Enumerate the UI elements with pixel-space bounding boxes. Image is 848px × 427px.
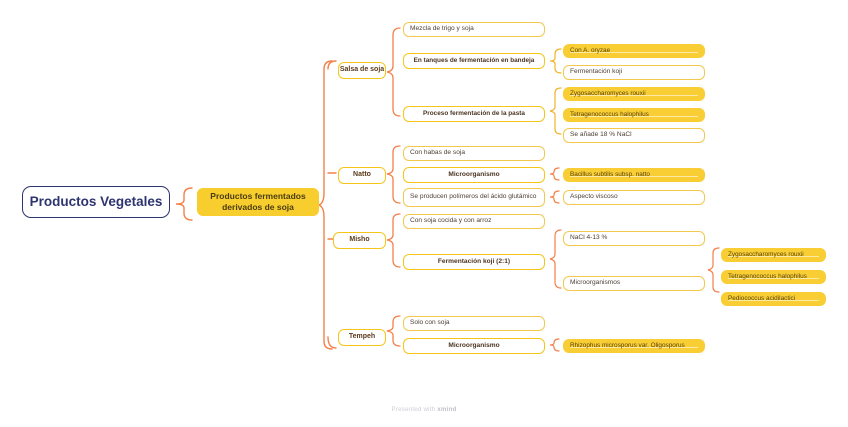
brace-natto-children (384, 144, 404, 206)
item-microorganismo-tempeh[interactable]: Microorganismo (403, 338, 545, 354)
leaf-tetragenococcus-halophilus-salsa[interactable]: Tetragenococcus halophilus (563, 108, 705, 122)
leaf-label: Tetragenococcus halophilus (570, 111, 649, 118)
item-microorganismo-natto[interactable]: Microorganismo (403, 167, 545, 183)
brace-misho-children (384, 212, 404, 270)
leaf-con-a-oryzae[interactable]: Con A. oryzae (563, 44, 705, 58)
brace-proceso-children (548, 86, 564, 136)
brace-stub-salsa (324, 60, 338, 74)
brace-microorganismos-children (706, 246, 722, 294)
item-microorganismos-misho[interactable]: Microorganismos (563, 276, 705, 291)
branch-node-misho[interactable]: Misho (333, 232, 386, 249)
item-se-anade-18-nacl[interactable]: Se añade 18 % NaCl (563, 128, 705, 143)
item-polimeros-acido-glutamico[interactable]: Se producen polímeros del ácido glutámic… (403, 188, 545, 207)
item-nacl-4-13[interactable]: NaCl 4-13 % (563, 231, 705, 246)
item-con-soja-cocida-arroz[interactable]: Con soja cocida y con arroz (403, 214, 545, 229)
leaf-zygosaccharomyces-rouxii-salsa[interactable]: Zygosaccharomyces rouxii (563, 87, 705, 101)
brace-tempeh-children (384, 314, 404, 348)
footer-prefix: Presented with (391, 406, 438, 413)
brace-salsa-children (384, 26, 404, 118)
item-en-tanques-fermentacion[interactable]: En tanques de fermentación en bandeja (403, 53, 545, 69)
item-fermentacion-koji-21[interactable]: Fermentación koji (2:1) (403, 254, 545, 270)
leaf-label: Zygosaccharomyces rouxii (570, 90, 646, 97)
brace-koji-children (548, 228, 564, 290)
brace-polimeros-child (548, 189, 562, 205)
item-aspecto-viscoso[interactable]: Aspecto viscoso (563, 190, 705, 205)
brace-entanques-children (548, 47, 564, 75)
leaf-label: Zygosaccharomyces rouxii (728, 251, 804, 258)
footer-credit: Presented with xmind (0, 406, 848, 413)
leaf-pediococcus-acidilactici[interactable]: Pediococcus acidilactici (721, 292, 826, 306)
item-solo-con-soja[interactable]: Solo con soja (403, 316, 545, 331)
branch-node-natto[interactable]: Natto (338, 167, 386, 184)
brace-root-to-main (172, 187, 194, 221)
footer-brand: xmind (437, 406, 457, 413)
item-proceso-fermentacion-pasta[interactable]: Proceso fermentación de la pasta (403, 106, 545, 122)
leaf-label: Tetragenococcus halophilus (728, 273, 807, 280)
leaf-tetragenococcus-halophilus-misho[interactable]: Tetragenococcus halophilus (721, 270, 826, 284)
branch-node-tempeh[interactable]: Tempeh (338, 329, 386, 346)
item-fermentacion-koji[interactable]: Fermentación koji (563, 65, 705, 80)
brace-main-to-branches (317, 60, 344, 350)
leaf-bacillus-subtilis-natto[interactable]: Bacillus subtilis subsp. natto (563, 168, 705, 182)
brace-tempeh-micro-child (548, 337, 562, 353)
root-node[interactable]: Productos Vegetales (22, 186, 170, 218)
main-topic-node[interactable]: Productos fermentados derivados de soja (197, 188, 319, 216)
brace-natto-micro-child (548, 166, 562, 182)
item-mezcla-trigo-soja[interactable]: Mezcla de trigo y soja (403, 22, 545, 37)
item-con-habas-de-soja[interactable]: Con habas de soja (403, 146, 545, 161)
leaf-zygosaccharomyces-rouxii-misho[interactable]: Zygosaccharomyces rouxii (721, 248, 826, 262)
leaf-label: Con A. oryzae (570, 47, 611, 54)
leaf-label: Bacillus subtilis subsp. natto (570, 171, 650, 178)
leaf-label: Pediococcus acidilactici (728, 295, 796, 302)
brace-branch-connector-natto (324, 168, 338, 178)
branch-node-salsa-de-soja[interactable]: Salsa de soja (338, 62, 386, 79)
leaf-rhizophus-microsporus[interactable]: Rhizophus microsporus var. Oligosporus (563, 339, 705, 353)
leaf-label: Rhizophus microsporus var. Oligosporus (570, 342, 685, 349)
brace-stub-tempeh (324, 336, 338, 350)
